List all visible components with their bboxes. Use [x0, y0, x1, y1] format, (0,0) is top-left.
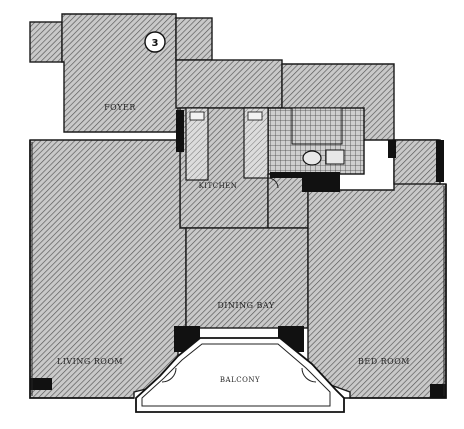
- closet-top-left: [29, 21, 63, 63]
- closet-bedroom: [393, 139, 441, 185]
- corridor-area: [175, 59, 283, 109]
- dining-label: DINING BAY: [217, 301, 275, 310]
- unit-number-badge: 3: [144, 31, 166, 53]
- kitchen: [179, 107, 269, 229]
- sink-icon: [325, 149, 345, 165]
- balcony: [135, 337, 345, 413]
- door-swings: [161, 177, 317, 383]
- balcony-label: BALCONY: [220, 376, 260, 384]
- closet-top-center: [175, 17, 213, 61]
- bedroom-label: BED ROOM: [358, 357, 410, 366]
- unit-number: 3: [152, 38, 159, 49]
- dining-bay: [185, 227, 309, 329]
- foyer-label: FOYER: [104, 103, 136, 112]
- living-label: LIVING ROOM: [57, 357, 123, 366]
- bathroom: [267, 107, 365, 175]
- exterior-outline: [29, 140, 447, 399]
- foyer-area: [61, 13, 181, 133]
- kitchen-label: KITCHEN: [199, 182, 238, 190]
- toilet-icon: [302, 150, 322, 166]
